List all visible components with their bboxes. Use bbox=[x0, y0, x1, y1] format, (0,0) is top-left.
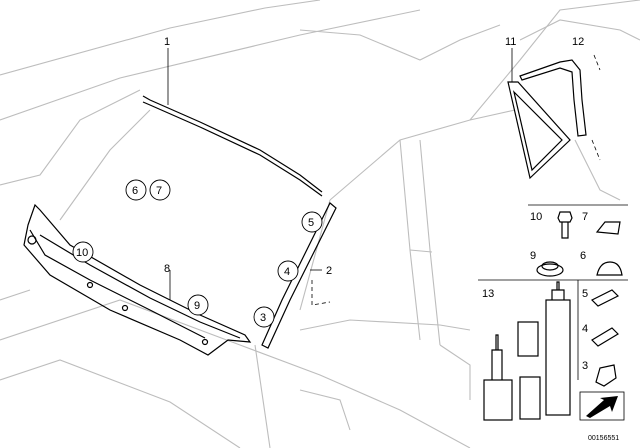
label-12: 12 bbox=[572, 36, 584, 48]
callout-circles bbox=[72, 179, 323, 328]
clip-10-part bbox=[557, 211, 573, 239]
label-11: 11 bbox=[505, 36, 516, 48]
label-6: 6 bbox=[132, 185, 138, 197]
clip-7-part bbox=[595, 221, 621, 235]
plug-6-part bbox=[596, 261, 623, 276]
legend-label-6: 6 bbox=[580, 250, 586, 262]
adhesive-kit-part bbox=[483, 281, 571, 421]
legend-label-4: 4 bbox=[582, 323, 588, 335]
a-pillar-trim-part bbox=[261, 202, 337, 349]
label-9: 9 bbox=[194, 300, 200, 312]
label-1: 1 bbox=[164, 36, 170, 48]
label-10: 10 bbox=[76, 247, 88, 259]
label-4: 4 bbox=[284, 266, 290, 278]
label-2: 2 bbox=[326, 265, 332, 277]
label-5: 5 bbox=[308, 217, 314, 229]
clip-5-part bbox=[590, 289, 620, 307]
grommet-9-part bbox=[536, 261, 564, 277]
quarter-window-part bbox=[507, 48, 571, 180]
clip-3-part bbox=[595, 364, 617, 387]
label-7: 7 bbox=[156, 185, 162, 197]
legend-label-13: 13 bbox=[482, 288, 494, 300]
legend-label-7: 7 bbox=[582, 211, 588, 223]
cowl-panel-part bbox=[23, 203, 252, 356]
legend-grid bbox=[478, 204, 628, 380]
clip-4-part bbox=[591, 327, 619, 347]
legend-label-5: 5 bbox=[582, 288, 588, 300]
window-seal-strip-part bbox=[519, 54, 601, 161]
label-3: 3 bbox=[260, 312, 266, 324]
windscreen-upper-seal bbox=[142, 48, 323, 197]
legend-label-10: 10 bbox=[530, 211, 542, 223]
label-8: 8 bbox=[164, 263, 170, 275]
legend-label-9: 9 bbox=[530, 250, 536, 262]
legend-label-3: 3 bbox=[582, 360, 588, 372]
arrow-emblem bbox=[579, 391, 625, 421]
document-id: 00156551 bbox=[588, 435, 619, 442]
